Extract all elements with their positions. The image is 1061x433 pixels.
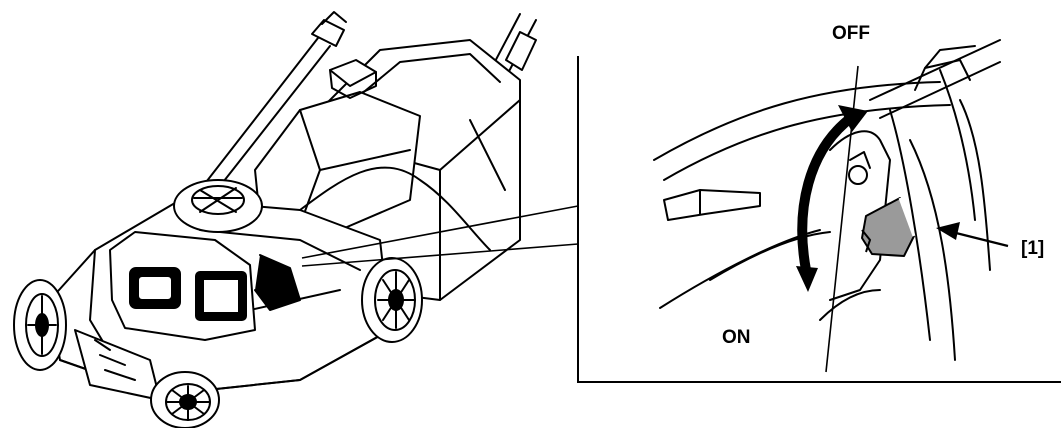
detail-panel-frame — [577, 56, 1061, 383]
wheel-rear-right — [361, 257, 423, 343]
engine-block — [109, 231, 301, 341]
on-label: ON — [722, 327, 751, 348]
detail-panel — [577, 39, 1061, 383]
callout-leader-lines — [301, 205, 579, 267]
leader-line-lower — [301, 243, 579, 267]
wheel-front-right — [150, 371, 220, 429]
front-bumper — [74, 329, 161, 401]
off-label: OFF — [832, 23, 870, 44]
leader-line-upper — [301, 205, 579, 259]
recoil-starter — [173, 179, 263, 233]
pointer-arrow — [936, 222, 1009, 248]
rotation-arrow — [796, 105, 868, 292]
wheel-front-left — [13, 279, 67, 371]
fuel-valve-lever — [861, 197, 916, 257]
lawn-mower-illustration — [13, 11, 537, 429]
callout-reference-label: [1] — [1021, 238, 1045, 259]
engine-cover — [254, 59, 421, 231]
